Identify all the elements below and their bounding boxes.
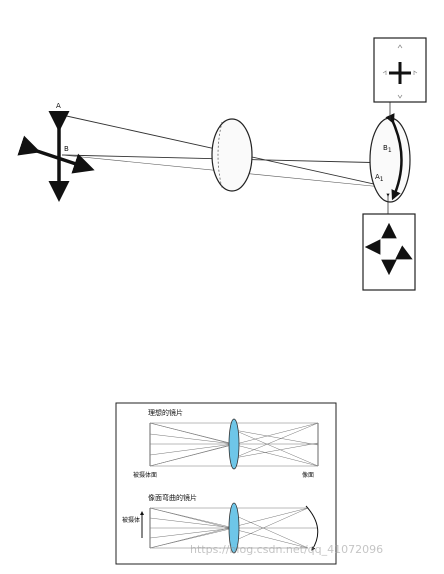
- object-label: 被摄体: [122, 516, 140, 524]
- object-plane-label: 被摄体面: [133, 471, 157, 479]
- image-surface: [369, 117, 411, 203]
- sharp-cross-icon: [389, 62, 411, 84]
- lens: [211, 118, 253, 192]
- field-curvature-illustration: A B B1 A1: [17, 37, 427, 291]
- curved-lens-title: 像面弯曲的镜片: [148, 493, 197, 502]
- watermark: https://blog.csdn.net/qq_41072096: [190, 543, 384, 556]
- ideal-lens-rays: [149, 422, 319, 467]
- curved-image-surface: [305, 505, 319, 551]
- curved-field-lens: [228, 502, 240, 554]
- curved-lens-rays: [149, 507, 318, 549]
- label-a: A: [56, 102, 61, 110]
- label-b1: B1: [383, 144, 392, 154]
- image-plane-label: 像面: [302, 471, 314, 479]
- label-a1: A1: [375, 173, 384, 183]
- ideal-lens-title: 理想的镜片: [148, 408, 183, 417]
- lens-comparison-panel: 理想的镜片 被摄体面 像面 像面弯曲的镜片 被摄体: [115, 402, 337, 565]
- focus-card-blurred: [362, 213, 416, 291]
- blurred-cross-icon: [364, 222, 413, 276]
- ideal-lens: [228, 418, 240, 470]
- label-b: B: [64, 145, 69, 153]
- object-cross: [17, 111, 95, 202]
